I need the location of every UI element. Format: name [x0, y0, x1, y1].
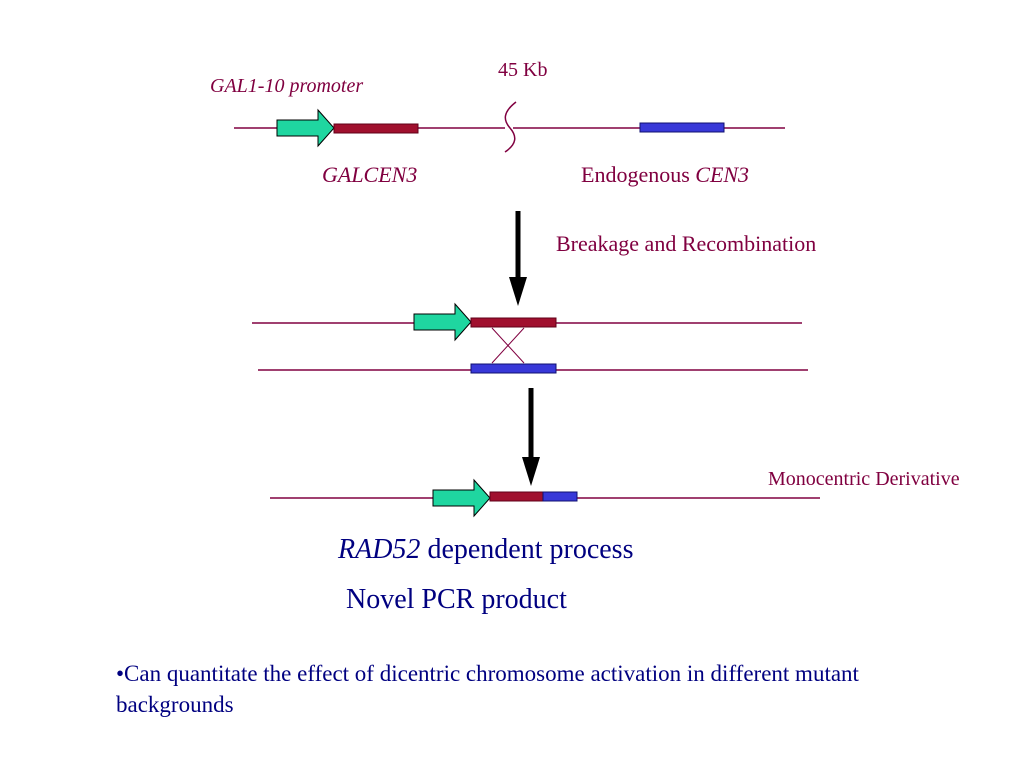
- galcen3-block-2: [470, 317, 557, 328]
- bullet-note: •Can quantitate the effect of dicentric …: [116, 661, 859, 717]
- gal-promoter-arrow: [276, 108, 335, 148]
- endogenous-cen3-label: Endogenous CEN3: [581, 164, 749, 186]
- galcen3-block: [333, 123, 419, 134]
- cen3-block: [639, 122, 725, 133]
- step-arrow-1: [509, 211, 527, 306]
- cen3-block-2: [470, 363, 557, 374]
- gal-promoter-arrow-2: [413, 302, 472, 342]
- distance-label: 45 Kb: [498, 59, 548, 81]
- promoter-label: GAL1-10 promoter: [210, 75, 364, 97]
- chromosome-break-squiggle: [504, 101, 517, 153]
- galcen3-label: GALCEN3: [322, 162, 418, 187]
- monocentric-derivative-label: Monocentric Derivative: [768, 468, 960, 490]
- rad52-rest: dependent process: [420, 534, 634, 565]
- recombination-intermediate: [252, 302, 808, 374]
- chromosome-derivative: [270, 478, 820, 518]
- cen3-fragment: [542, 491, 578, 502]
- breakage-recombination-label: Breakage and Recombination: [556, 231, 817, 256]
- step-arrow-2: [522, 388, 540, 486]
- chromosome-original: [234, 101, 785, 153]
- crossover-line-b: [491, 327, 525, 364]
- novel-pcr-label: Novel PCR product: [346, 584, 567, 615]
- rad52-dependent-label: RAD52 dependent process: [338, 536, 633, 564]
- cen3-gene-name: CEN3: [695, 162, 750, 187]
- gal-promoter-arrow-3: [432, 478, 491, 518]
- endogenous-prefix: Endogenous: [581, 162, 696, 187]
- rad52-gene-name: RAD52: [338, 534, 421, 565]
- galcen3-fragment: [489, 491, 544, 502]
